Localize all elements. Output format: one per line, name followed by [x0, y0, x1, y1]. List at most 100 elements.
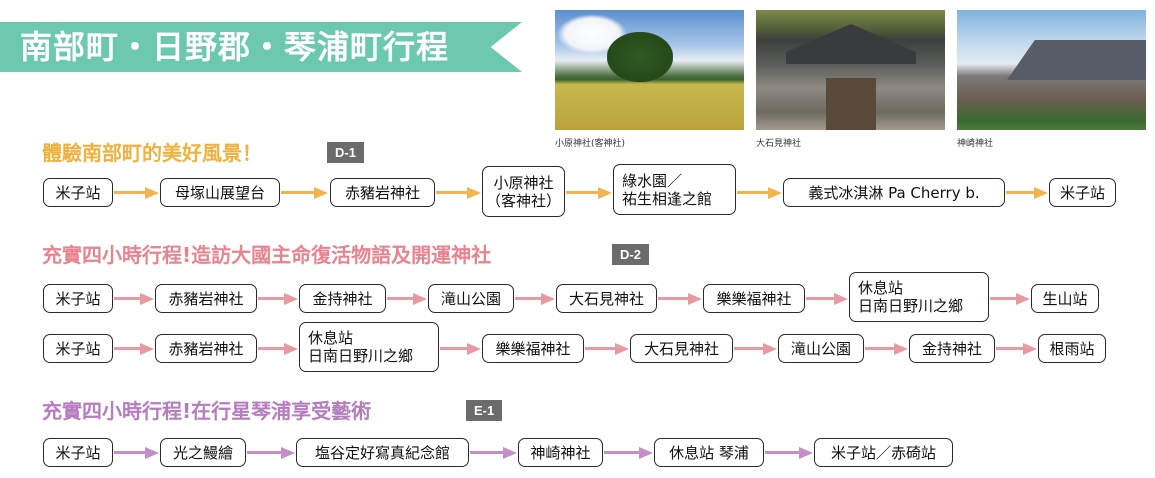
- section-e1-badge: E-1: [466, 400, 503, 421]
- node-label: 日南日野川之鄉: [858, 297, 964, 315]
- route-node[interactable]: 米子站／赤碕站: [814, 438, 953, 467]
- arrow-right-icon: [470, 447, 517, 459]
- tree-shape: [607, 32, 673, 82]
- node-label: 米子站: [55, 289, 101, 308]
- roof-shape: [786, 24, 916, 64]
- arrow-right-icon: [387, 293, 427, 305]
- node-label: 金持神社: [921, 339, 982, 358]
- arrow-right-icon: [604, 447, 653, 459]
- node-label: 根雨站: [1049, 339, 1095, 358]
- arrow-right-icon: [658, 293, 702, 305]
- banner-title: 南部町・日野郡・琴浦町行程: [20, 28, 450, 66]
- photo-oiwami-shrine: [756, 10, 945, 130]
- route-node[interactable]: 赤豬岩神社: [330, 178, 435, 207]
- route-node[interactable]: 塩谷定好寫真紀念館: [296, 438, 469, 467]
- arrow-right-icon: [258, 293, 298, 305]
- arrow-right-icon: [258, 343, 298, 355]
- node-label: 米子站: [55, 183, 101, 202]
- route-node[interactable]: 米子站: [43, 178, 113, 207]
- arrow-right-icon: [1006, 187, 1048, 199]
- node-label: 大石見神社: [643, 339, 719, 358]
- arrow-right-icon: [114, 343, 154, 355]
- photo-kanzaki-shrine: [957, 10, 1146, 130]
- photo-ohara-shrine: [555, 10, 744, 130]
- route-node[interactable]: 大石見神社: [630, 334, 733, 363]
- route-node[interactable]: 赤豬岩神社: [155, 334, 257, 363]
- arrow-right-icon: [114, 187, 159, 199]
- arrow-right-icon: [566, 187, 612, 199]
- route-node[interactable]: 義式冰淇淋 Pa Cherry b.: [783, 178, 1005, 207]
- node-label: 綠水園／: [622, 171, 683, 190]
- arrow-right-icon: [765, 447, 813, 459]
- route-node[interactable]: 滝山公園: [428, 284, 514, 313]
- node-label: 赤豬岩神社: [344, 183, 420, 202]
- section-d1-title: 體驗南部町的美好風景！: [42, 141, 262, 165]
- photo-caption-3: 神崎神社: [957, 139, 994, 149]
- node-label: 塩谷定好寫真紀念館: [314, 443, 450, 462]
- node-label: 樂樂福神社: [716, 289, 792, 308]
- arrow-right-icon: [990, 293, 1030, 305]
- route-node[interactable]: 金持神社: [299, 284, 386, 313]
- section-e1-title: 充實四小時行程!在行星琴浦享受藝術: [42, 399, 372, 423]
- arrow-right-icon: [114, 447, 159, 459]
- route-node[interactable]: 生山站: [1031, 284, 1099, 313]
- node-label: 小原神社: [493, 173, 554, 192]
- route-node[interactable]: 大石見神社: [556, 284, 657, 313]
- node-label: 米子站: [55, 339, 101, 358]
- arrow-right-icon: [737, 187, 782, 199]
- node-label: 樂樂福神社: [495, 339, 571, 358]
- section-d2-badge: D-2: [612, 244, 649, 265]
- node-label: 祐生相逢之館: [622, 189, 713, 208]
- arrow-right-icon: [585, 343, 629, 355]
- arrow-right-icon: [247, 447, 295, 459]
- node-label: 米子站: [1059, 183, 1105, 202]
- route-node[interactable]: 米子站: [43, 334, 113, 363]
- node-label: 生山站: [1042, 289, 1088, 308]
- route-node[interactable]: 母塚山展望台: [160, 178, 280, 207]
- route-node[interactable]: 米子站: [43, 284, 113, 313]
- node-label: （客神社）: [486, 191, 562, 210]
- node-label: 滝山公園: [790, 339, 851, 358]
- arrow-right-icon: [114, 293, 154, 305]
- route-node[interactable]: 赤豬岩神社: [155, 284, 257, 313]
- photo-caption-1: 小原神社(客神社): [555, 139, 626, 149]
- arrow-right-icon: [996, 343, 1037, 355]
- section-d1-badge: D-1: [327, 142, 364, 163]
- arrow-right-icon: [806, 293, 848, 305]
- route-node[interactable]: 樂樂福神社: [703, 284, 805, 313]
- route-node[interactable]: 休息站 琴浦: [654, 438, 764, 467]
- node-label: 米子站／赤碕站: [830, 443, 936, 462]
- route-node[interactable]: 樂樂福神社: [482, 334, 584, 363]
- route-node[interactable]: 神崎神社: [518, 438, 603, 467]
- node-label: 休息站 琴浦: [669, 443, 749, 462]
- arrow-right-icon: [281, 187, 328, 199]
- arrow-right-icon: [865, 343, 908, 355]
- node-label: 神崎神社: [530, 443, 591, 462]
- node-label: 母塚山展望台: [174, 183, 265, 202]
- node-label: 大石見神社: [568, 289, 644, 308]
- arrow-right-icon: [515, 293, 555, 305]
- route-node[interactable]: 光之鰻繪: [160, 438, 246, 467]
- route-node[interactable]: 小原神社 （客神社）: [482, 166, 565, 217]
- node-label: 滝山公園: [440, 289, 501, 308]
- route-node[interactable]: 金持神社: [909, 334, 995, 363]
- node-label: 休息站: [308, 329, 354, 347]
- route-node[interactable]: 休息站 日南日野川之鄉: [849, 272, 989, 322]
- arrow-right-icon: [436, 187, 481, 199]
- route-node[interactable]: 滝山公園: [778, 334, 864, 363]
- node-label: 赤豬岩神社: [168, 289, 244, 308]
- node-label: 金持神社: [312, 289, 373, 308]
- page-banner: 南部町・日野郡・琴浦町行程: [0, 22, 522, 72]
- node-label: 米子站: [55, 443, 101, 462]
- arrow-right-icon: [734, 343, 777, 355]
- route-node[interactable]: 休息站 日南日野川之鄉: [299, 322, 439, 372]
- route-node[interactable]: 根雨站: [1038, 334, 1106, 363]
- route-node[interactable]: 米子站: [43, 438, 113, 467]
- route-node[interactable]: 綠水園／ 祐生相逢之館: [613, 164, 736, 215]
- node-label: 義式冰淇淋 Pa Cherry b.: [808, 183, 980, 202]
- node-label: 赤豬岩神社: [168, 339, 244, 358]
- roof-shape: [1007, 40, 1146, 80]
- photo-caption-2: 大石見神社: [756, 139, 802, 149]
- node-label: 日南日野川之鄉: [308, 347, 414, 365]
- route-node[interactable]: 米子站: [1049, 178, 1116, 207]
